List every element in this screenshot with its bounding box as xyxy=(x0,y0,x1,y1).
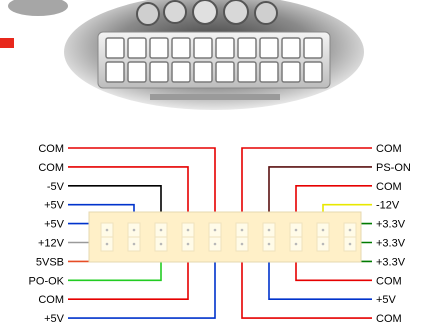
pin-dot xyxy=(267,242,271,246)
plug-cell xyxy=(237,37,257,59)
pin-dot xyxy=(186,228,190,232)
pin-label-left: 5VSB xyxy=(36,256,64,268)
pin-label-left: COM xyxy=(38,294,64,306)
pinout-diagram: COM COM -5V +5V +5V +12V 5VSB PO-OK COM +5V COM PS-… xyxy=(29,143,411,325)
wire-right-1 xyxy=(268,166,372,223)
plug-cell xyxy=(127,61,147,83)
label-group: COM COM -5V +5V +5V +12V 5VSB PO-OK COM +5V COM PS-… xyxy=(29,143,411,325)
board-label-strip xyxy=(150,94,280,100)
plug-cell xyxy=(193,61,213,83)
pin-label-left: +5V xyxy=(44,313,65,325)
pin-label-right: COM xyxy=(376,313,402,325)
plug-cell xyxy=(215,61,235,83)
pin-dot xyxy=(213,228,217,232)
pin-label-right: -12V xyxy=(376,200,400,212)
photo-shine-left xyxy=(8,0,68,16)
plug-cell xyxy=(149,61,169,83)
pin-dot xyxy=(105,242,109,246)
pin-dot xyxy=(267,228,271,232)
pin-dot xyxy=(294,242,298,246)
pin-dot xyxy=(159,228,163,232)
plug-cell xyxy=(303,37,323,59)
wire-left-1 xyxy=(68,166,189,223)
pin-label-left: +5V xyxy=(44,200,65,212)
plug-cell xyxy=(281,61,301,83)
plug-cell xyxy=(149,37,169,59)
capacitor-row xyxy=(136,0,278,26)
pin-label-left: +5V xyxy=(44,219,65,231)
pin-label-left: COM xyxy=(38,162,64,174)
pin-label-right: COM xyxy=(376,275,402,287)
plug-cell xyxy=(105,61,125,83)
wire-left-9 xyxy=(68,251,216,319)
wire-left-8 xyxy=(68,251,189,300)
pin-label-right: COM xyxy=(376,181,402,193)
wire-right-0 xyxy=(241,147,372,223)
connector-photo xyxy=(0,0,364,110)
pin-label-left: +12V xyxy=(38,238,65,250)
plug-cell xyxy=(281,37,301,59)
pin-label-left: COM xyxy=(38,143,64,155)
pin-dot xyxy=(213,242,217,246)
pin-dot xyxy=(321,228,325,232)
pin-label-left: PO-OK xyxy=(29,275,65,287)
plug-cell xyxy=(171,61,191,83)
pin-label-right: +3.3V xyxy=(376,238,406,250)
pin-dot xyxy=(105,228,109,232)
plug-cell xyxy=(127,37,147,59)
pin-dot xyxy=(348,242,352,246)
plug-cell xyxy=(215,37,235,59)
plug-body xyxy=(97,31,331,89)
red-marker-icon xyxy=(0,38,14,48)
pin-label-left: -5V xyxy=(47,181,65,193)
wire-right-8 xyxy=(268,251,372,300)
plug-cell xyxy=(237,61,257,83)
pin-label-right: +5V xyxy=(376,294,397,306)
plug-cell xyxy=(193,37,213,59)
plug-cell xyxy=(259,61,279,83)
plug-cell xyxy=(171,37,191,59)
plug-cell xyxy=(259,37,279,59)
pin-dot xyxy=(240,242,244,246)
wire-left-0 xyxy=(68,147,216,223)
pin-dot xyxy=(186,242,190,246)
wire-left-2 xyxy=(68,185,162,223)
pin-label-right: +3.3V xyxy=(376,256,406,268)
pin-dot xyxy=(348,228,352,232)
plug-cell xyxy=(303,61,323,83)
pin-label-right: COM xyxy=(376,143,402,155)
pin-dot xyxy=(159,242,163,246)
wire-right-2 xyxy=(295,185,372,223)
pin-dot xyxy=(240,228,244,232)
pin-label-right: +3.3V xyxy=(376,219,406,231)
pin-dot xyxy=(132,228,136,232)
pin-label-right: PS-ON xyxy=(376,162,411,174)
plug-cell xyxy=(105,37,125,59)
pin-dot xyxy=(294,228,298,232)
pin-dot xyxy=(321,242,325,246)
pin-group xyxy=(100,222,357,252)
wire-right-9 xyxy=(241,251,372,319)
pin-dot xyxy=(132,242,136,246)
